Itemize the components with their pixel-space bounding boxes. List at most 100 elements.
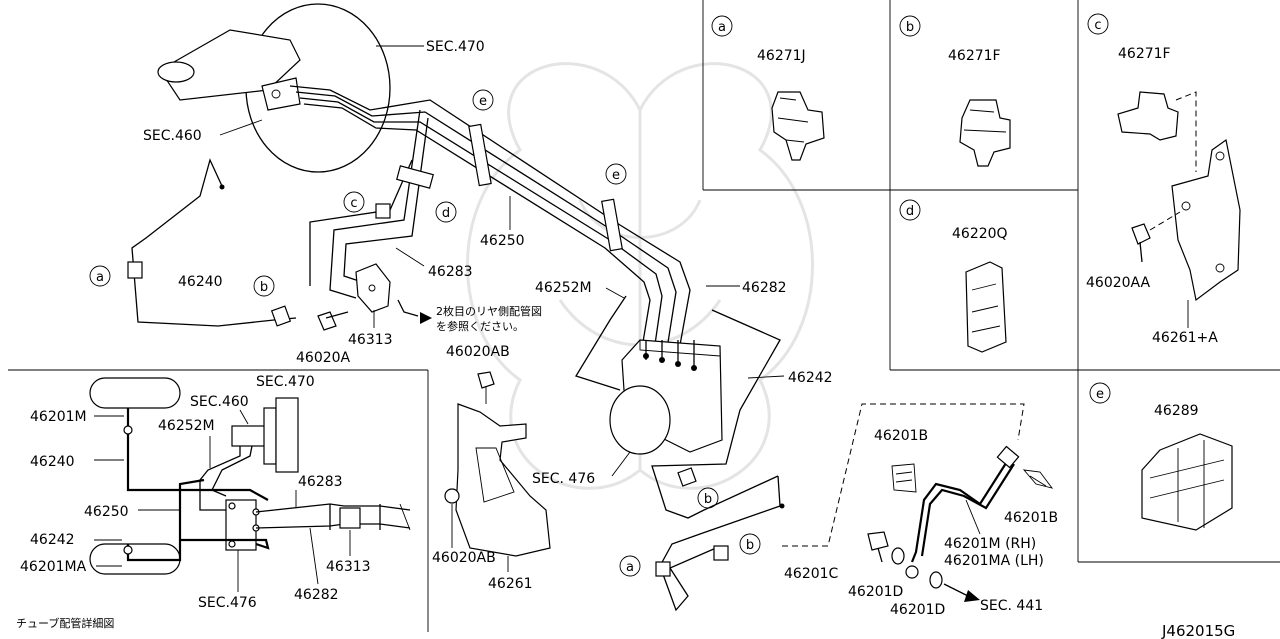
callout-e2-circle	[605, 163, 627, 185]
label-46242: 46242	[788, 370, 833, 386]
label-46201B-right: 46201B	[1004, 510, 1058, 526]
label-sec470: SEC.470	[426, 39, 485, 55]
detail-label-46240: 46240	[30, 454, 75, 470]
clip-46271J-icon	[771, 91, 825, 161]
bolt-46020AB-top-icon	[477, 371, 495, 389]
clip-46289-icon	[1141, 433, 1233, 531]
bolt-46020AB-bottom-icon	[444, 488, 460, 504]
callout-b-circle	[899, 15, 921, 37]
panel-c-bolt-label: 46020AA	[1086, 275, 1151, 291]
callout-d-circle	[899, 199, 921, 221]
detail-label-46282: 46282	[294, 587, 339, 603]
callout-a-label: a	[718, 20, 726, 35]
callout-d1-label: d	[442, 206, 450, 221]
label-46240: 46240	[178, 274, 223, 290]
hose-clip-right-icon	[1022, 469, 1054, 489]
callout-b2-label: b	[704, 492, 712, 507]
diagram-code: J462015G	[1161, 622, 1235, 639]
label-46283: 46283	[428, 264, 473, 280]
hose-group-dashed-outline	[782, 403, 1025, 547]
label-46201C: 46201C	[784, 566, 839, 582]
detail-label-46313: 46313	[326, 559, 371, 575]
label-46252M: 46252M	[535, 280, 592, 296]
callout-d-label: d	[906, 204, 914, 219]
tube-46242	[651, 309, 781, 519]
label-46250: 46250	[480, 233, 525, 249]
panel-b-part-label: 46271F	[948, 48, 1001, 64]
clip-46271F-c-icon	[1117, 91, 1179, 141]
detail-title: チューブ配管詳細図	[16, 616, 114, 630]
callout-e1-label: e	[479, 94, 487, 109]
clip-46271F-icon	[959, 99, 1011, 167]
abs-actuator-icon	[609, 339, 723, 455]
brake-hose-icon	[905, 445, 1020, 579]
callout-b2-circle	[697, 487, 719, 509]
callout-c1-circle	[343, 191, 365, 213]
connector-46313-icon	[355, 263, 391, 313]
label-46201MA-LH: 46201MA (LH)	[944, 553, 1044, 569]
panel-e: e 46289	[1089, 382, 1233, 531]
bolt-46201C-icon	[867, 531, 889, 563]
label-46201D-a: 46201D	[848, 584, 903, 600]
callout-b-label: b	[906, 20, 914, 35]
panel-e-part-label: 46289	[1154, 403, 1199, 419]
callout-e1-circle	[472, 89, 494, 111]
master-cylinder-assembly	[157, 3, 391, 173]
panel-frames	[8, 0, 1280, 632]
note-line2: を参照ください。	[436, 319, 524, 333]
detail-front-pad-icon	[89, 377, 181, 409]
label-46261: 46261	[488, 576, 533, 592]
callout-e-label: e	[1096, 387, 1104, 402]
washer-46201D-a-icon	[891, 547, 905, 565]
callout-b3-label: b	[746, 538, 754, 553]
clip-46220Q-icon	[965, 261, 1007, 353]
callout-c-circle	[1087, 13, 1109, 35]
bracket-46261A-icon	[1171, 138, 1241, 302]
bolt-46020AA-icon	[1131, 223, 1151, 263]
label-sec460: SEC.460	[143, 128, 202, 144]
tube-clip-a	[127, 261, 143, 279]
label-sec476: SEC. 476	[532, 471, 595, 487]
callout-a2-label: a	[626, 560, 634, 575]
callout-e-circle	[1089, 382, 1111, 404]
tube-clip-b	[270, 305, 292, 327]
panel-a-part-label: 46271J	[757, 48, 806, 64]
callout-a1-circle	[89, 265, 111, 287]
label-46201M-RH: 46201M (RH)	[944, 536, 1036, 552]
detail-label-46201M: 46201M	[30, 409, 87, 425]
tube-clip-a2	[655, 561, 671, 577]
panel-c: c 46271F 46020AA 46261+A	[1086, 13, 1241, 346]
panel-c-part-label: 46271F	[1118, 46, 1171, 62]
panel-d-part-label: 46220Q	[952, 226, 1008, 242]
panel-a: a 46271J	[711, 15, 825, 161]
callout-b3-circle	[739, 533, 761, 555]
callout-b1-label: b	[260, 280, 268, 295]
callout-a-circle	[711, 15, 733, 37]
callout-d1-circle	[435, 201, 457, 223]
label-46020A: 46020A	[296, 350, 351, 366]
panel-d: d 46220Q	[899, 199, 1008, 353]
callout-a2-circle	[619, 555, 641, 577]
bracket-46261-icon	[455, 403, 551, 557]
detail-label-sec476: SEC.476	[198, 595, 257, 611]
detail-label-46201MA: 46201MA	[20, 559, 87, 575]
detail-label-46250: 46250	[84, 504, 129, 520]
detail-label-46252M: 46252M	[158, 418, 215, 434]
tube-46252M	[575, 295, 627, 391]
callout-c1-label: c	[350, 196, 357, 211]
tube-clips-main	[375, 123, 623, 252]
detail-label-sec470: SEC.470	[256, 374, 315, 390]
callout-a1-label: a	[96, 270, 104, 285]
label-46020AB-bottom: 46020AB	[432, 550, 496, 566]
label-46201B-left: 46201B	[874, 428, 928, 444]
panel-b: b 46271F	[899, 15, 1011, 167]
label-46313: 46313	[348, 332, 393, 348]
washer-46201D-b-icon	[929, 571, 943, 589]
detail-label-46242: 46242	[30, 532, 75, 548]
tube-46240	[131, 158, 297, 327]
hose-clip-left-icon	[891, 463, 917, 493]
label-46201D-b: 46201D	[890, 602, 945, 618]
label-46020AB-top: 46020AB	[446, 344, 510, 360]
panel-c-bracket-label: 46261+A	[1152, 330, 1218, 346]
